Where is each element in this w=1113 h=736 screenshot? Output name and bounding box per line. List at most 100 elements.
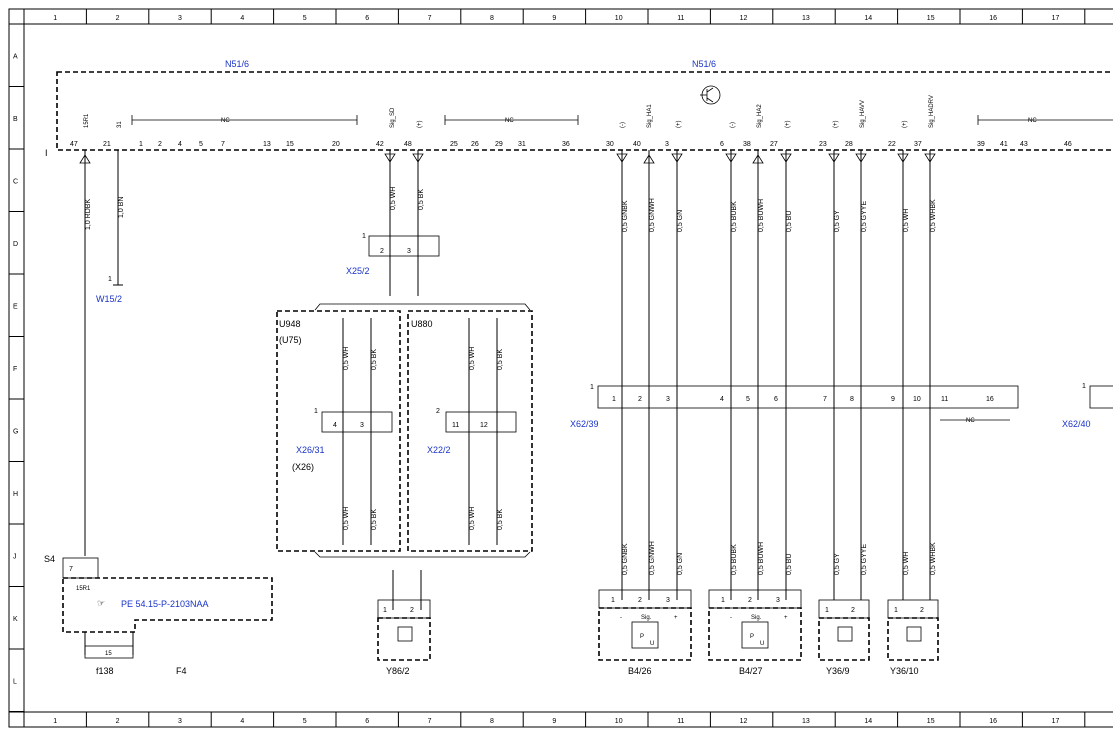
module-pin-5: 5 <box>199 141 203 148</box>
svg-text:15R1: 15R1 <box>76 586 91 592</box>
column-bottom-14: 14 <box>864 718 872 725</box>
diagram-frame: 1122334455667788991010111112121313141415… <box>8 8 1113 728</box>
svg-text:X26/31: X26/31 <box>296 445 325 455</box>
column-bottom-12: 12 <box>740 718 748 725</box>
column-bottom-13: 13 <box>802 718 810 725</box>
svg-text:1: 1 <box>721 597 725 604</box>
svg-text:0,5 BK: 0,5 BK <box>497 509 504 530</box>
column-bottom-15: 15 <box>927 718 935 725</box>
ground-w15-2-label: W15/2 <box>96 294 122 304</box>
svg-text:Sig.: Sig. <box>641 615 652 621</box>
svg-text:NC: NC <box>221 118 230 124</box>
module-pin-37: 37 <box>914 141 922 148</box>
module-pin-29: 29 <box>495 141 503 148</box>
svg-text:2: 2 <box>748 597 752 604</box>
column-bottom-7: 7 <box>428 718 432 725</box>
reference-link: PE 54.15-P-2103NAA <box>121 599 209 609</box>
svg-text:B4/27: B4/27 <box>739 666 763 676</box>
component-y86-2: 1 2 Y86/2 <box>377 570 431 676</box>
module-pin-2: 2 <box>158 141 162 148</box>
wire-label-bottom: 0,5 BU <box>786 554 793 575</box>
svg-text:11: 11 <box>452 422 459 429</box>
wire-label-top: 0,5 GNBK <box>622 200 629 232</box>
svg-text:(+): (+) <box>417 120 423 128</box>
svg-text:1: 1 <box>383 607 387 614</box>
row-H: H <box>13 491 18 498</box>
wire-label-bottom: 0,5 WHBK <box>930 542 937 575</box>
svg-text:0,5 WH: 0,5 WH <box>469 347 476 370</box>
x62-pin-1: 1 <box>612 396 616 403</box>
module-pin-38: 38 <box>743 141 751 148</box>
column-2: 2 <box>116 15 120 22</box>
svg-text:(+): (+) <box>676 120 682 128</box>
svg-text:+: + <box>674 615 678 621</box>
svg-text:NC: NC <box>1028 118 1037 124</box>
wire-label-bottom: 0,5 BUBK <box>731 544 738 575</box>
column-bottom-16: 16 <box>989 718 997 725</box>
wire-label-bottom: 0,5 GY <box>834 553 841 575</box>
x62-pin-10: 10 <box>913 396 921 403</box>
pin-header-labels: 15R1 31 Sig_SD (+) (-) Sig_HA1 (+) (-) S… <box>84 95 935 128</box>
svg-text:(-): (-) <box>730 122 736 128</box>
ground-w15-2: 1 W15/2 <box>96 276 122 304</box>
wire-label-bottom: 0,5 BUWH <box>758 542 765 575</box>
wire-label-top: 0,5 GY <box>834 210 841 232</box>
wire-label-top: 0,5 GN <box>677 210 684 232</box>
column-8: 8 <box>490 15 494 22</box>
x62-pin-4: 4 <box>720 396 724 403</box>
svg-text:U: U <box>760 641 764 647</box>
svg-text:(+): (+) <box>833 120 839 128</box>
connector-x25-2: 1 2 3 X25/2 <box>346 233 440 276</box>
svg-text:3: 3 <box>666 597 670 604</box>
wire-21-label: 1,0 BN <box>118 197 125 218</box>
column-15: 15 <box>927 15 935 22</box>
svg-text:1: 1 <box>590 384 594 391</box>
wire-label-bottom: 0,5 GNBK <box>622 543 629 575</box>
valve-y36-10: Y36/10 <box>887 599 939 676</box>
module-pin-3: 3 <box>665 141 669 148</box>
row-B: B <box>13 116 18 123</box>
row-F: F <box>13 366 17 373</box>
column-5: 5 <box>303 15 307 22</box>
module-pin-39: 39 <box>977 141 985 148</box>
column-12: 12 <box>740 15 748 22</box>
x62-pin-8: 8 <box>850 396 854 403</box>
column-13: 13 <box>802 15 810 22</box>
svg-text:2: 2 <box>920 607 924 614</box>
svg-text:0,5 BK: 0,5 BK <box>497 349 504 370</box>
svg-text:0,5 BK: 0,5 BK <box>371 349 378 370</box>
svg-text:15: 15 <box>105 651 112 657</box>
svg-text:f138: f138 <box>96 666 114 676</box>
svg-text:X22/2: X22/2 <box>427 445 451 455</box>
column-bottom-6: 6 <box>365 718 369 725</box>
module-pin-21: 21 <box>103 141 111 148</box>
x62-pin-7: 7 <box>823 396 827 403</box>
svg-text:NC: NC <box>966 418 975 424</box>
variant-block-u948: U948 (U75) 0,5 WH 0,5 BK 1 4 3 X26/31 (X… <box>276 310 401 552</box>
row-L: L <box>13 678 17 685</box>
x62-pin-11: 11 <box>941 396 948 403</box>
svg-text:3: 3 <box>360 422 364 429</box>
column-14: 14 <box>864 15 872 22</box>
svg-text:1: 1 <box>314 408 318 415</box>
transistor-icon <box>700 85 721 105</box>
x62-pin-9: 9 <box>891 396 895 403</box>
svg-text:S4: S4 <box>44 554 55 564</box>
row-K: K <box>13 616 18 623</box>
svg-text:F4: F4 <box>176 666 187 676</box>
svg-text:2: 2 <box>851 607 855 614</box>
svg-text:4: 4 <box>333 422 337 429</box>
wire-label-top: 0,5 BUWH <box>758 199 765 232</box>
svg-text:2: 2 <box>638 597 642 604</box>
svg-text:P: P <box>640 634 644 640</box>
module-label-left: N51/6 <box>225 59 249 69</box>
column-bottom-10: 10 <box>615 718 623 725</box>
column-bottom-9: 9 <box>552 718 556 725</box>
module-pin-22: 22 <box>888 141 896 148</box>
svg-text:1: 1 <box>894 607 898 614</box>
svg-text:1: 1 <box>611 597 615 604</box>
svg-text:U: U <box>650 641 654 647</box>
row-C: C <box>13 178 18 185</box>
